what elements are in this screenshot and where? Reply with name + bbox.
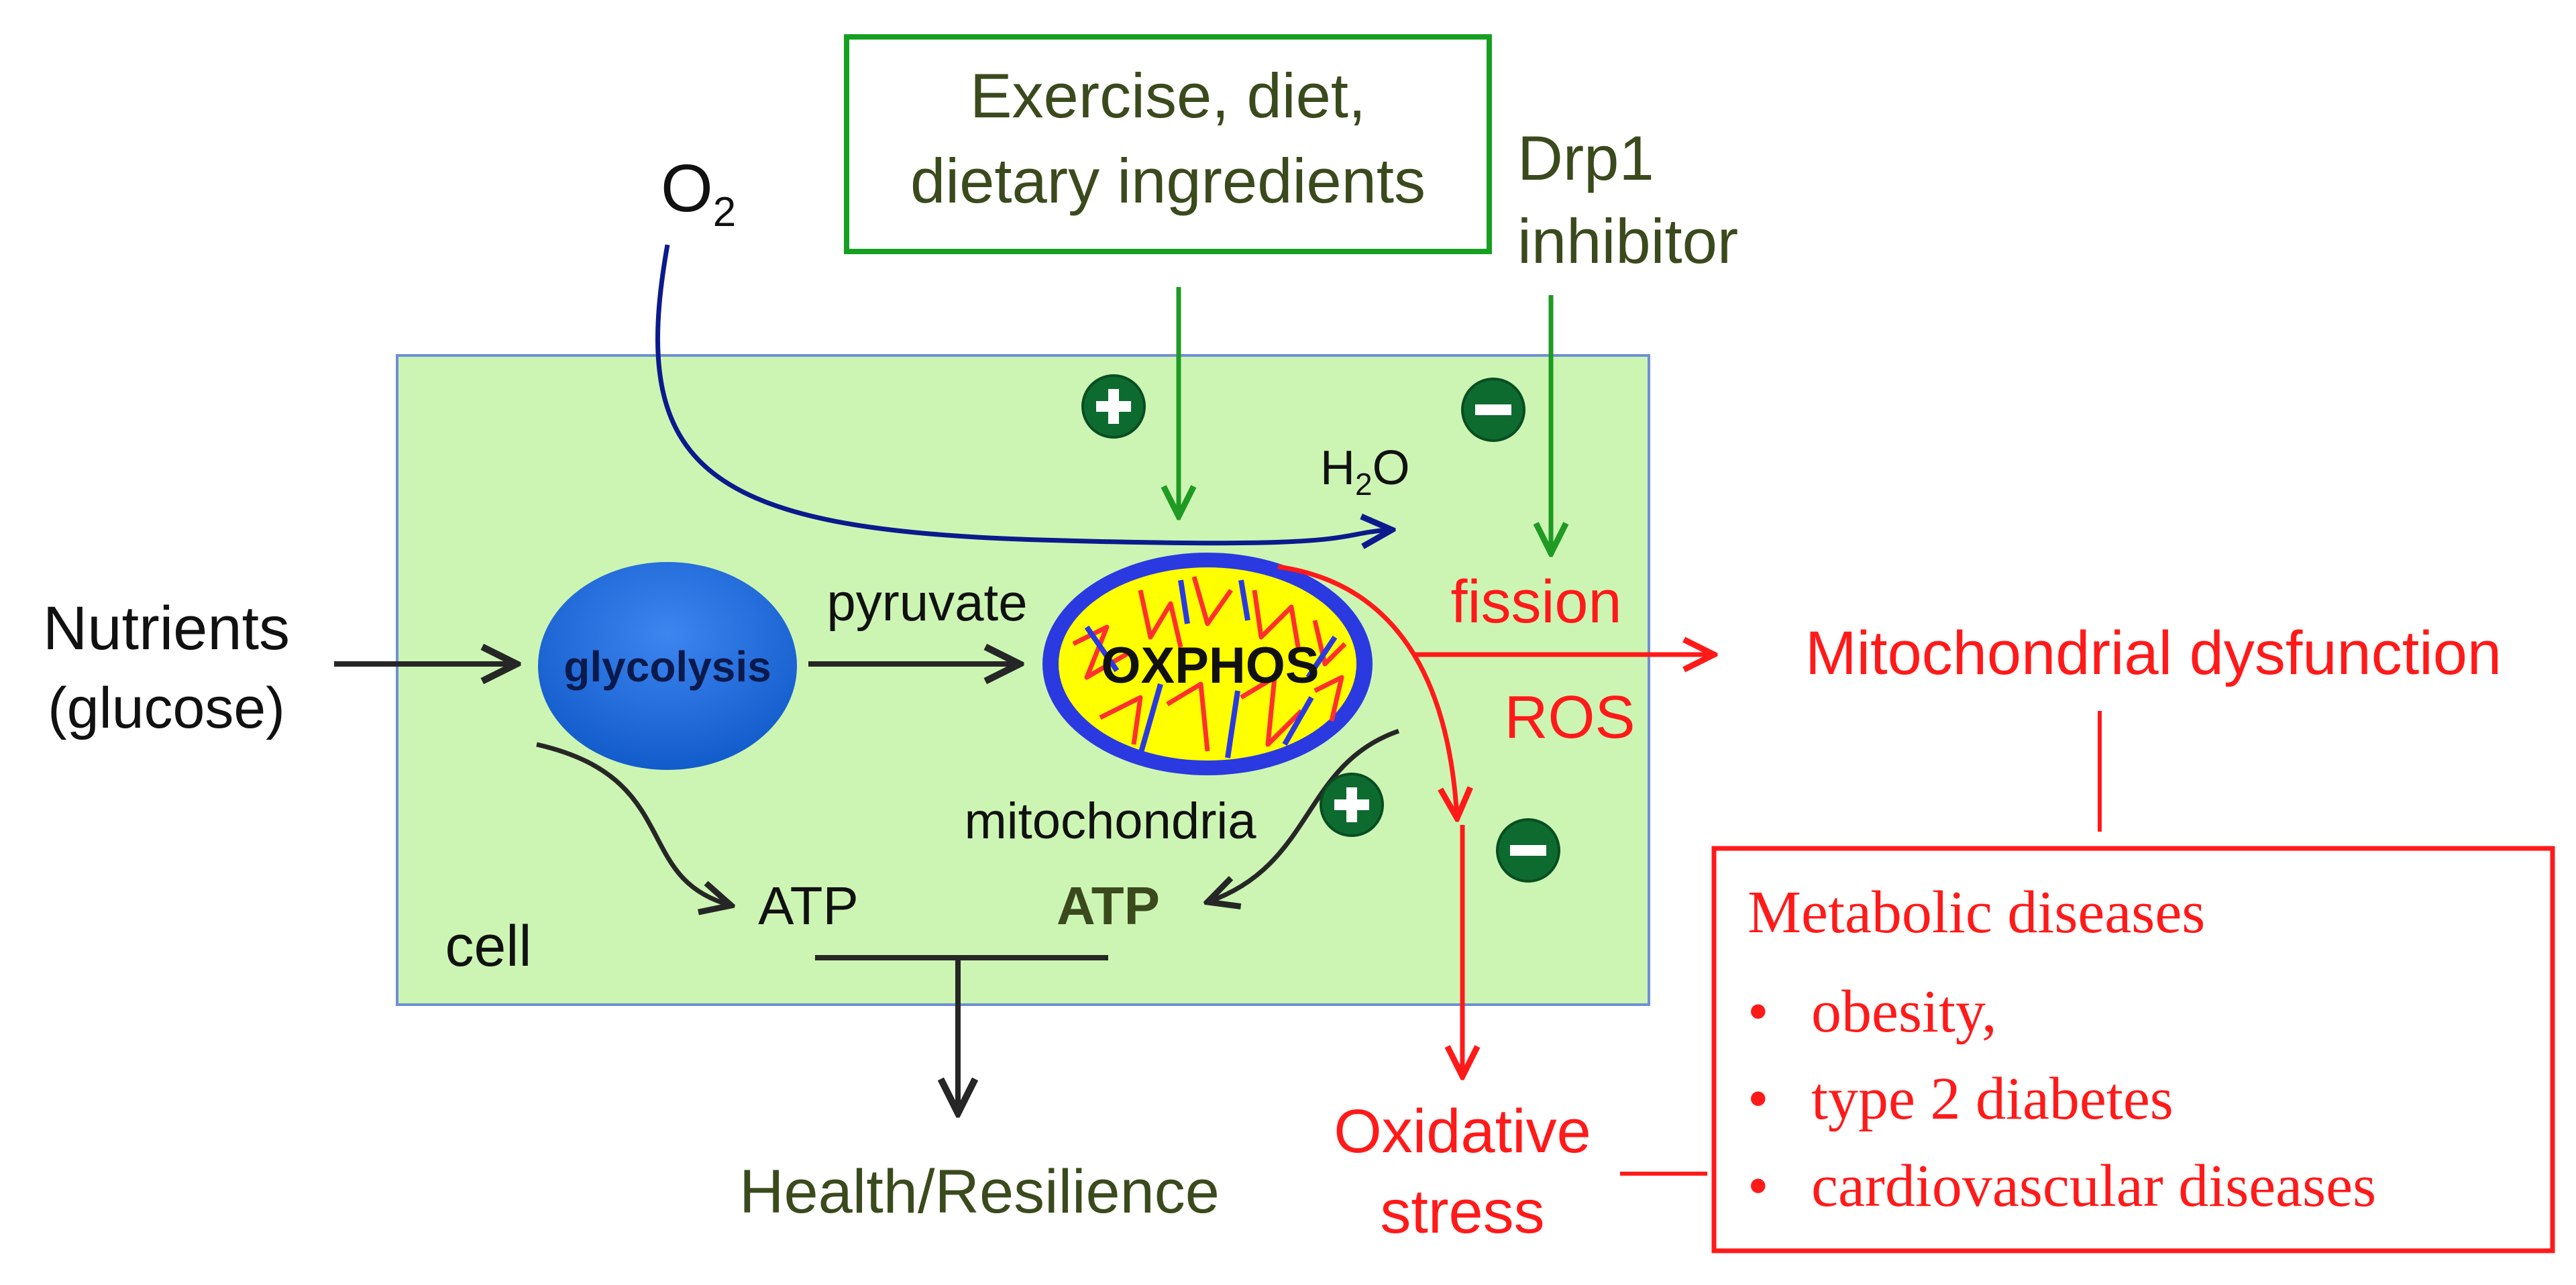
nutrients-label: Nutrients <box>43 594 290 663</box>
bullet-2: • <box>1748 1066 1769 1132</box>
disease-item: obesity, <box>1811 979 1997 1045</box>
metabolic-diseases-title: Metabolic diseases <box>1748 879 2205 946</box>
pyruvate-label: pyruvate <box>826 573 1027 632</box>
mitochondrion-node: OXPHOS <box>1042 553 1373 775</box>
lifestyle-box <box>844 34 1492 254</box>
fission-label: fission <box>1450 569 1621 636</box>
bullet-3: • <box>1748 1153 1769 1219</box>
lifestyle-box-line1: Exercise, diet, <box>970 60 1366 131</box>
glycolysis-node <box>538 562 797 770</box>
mitochondria-label: mitochondria <box>964 793 1256 850</box>
oxidative-label: Oxidative <box>1334 1097 1591 1166</box>
stress-label: stress <box>1380 1178 1544 1246</box>
oxphos-to-atp-arrow <box>1208 728 1400 902</box>
glucose-label: (glucose) <box>48 676 285 740</box>
oxphos-label: OXPHOS <box>1101 637 1319 694</box>
disease-item: type 2 diabetes <box>1811 1066 2174 1132</box>
inhibitor-label: inhibitor <box>1517 206 1738 276</box>
minus-badge-ros <box>1496 818 1560 883</box>
glycolysis-to-atp-arrow <box>536 742 731 905</box>
disease-item: cardiovascular diseases <box>1811 1153 2376 1219</box>
metabolic-diseases-box <box>1711 846 2555 1253</box>
minus-badge-drp1 <box>1461 378 1525 442</box>
mito-to-ros-arrow <box>1277 564 1457 818</box>
ros-label: ROS <box>1504 684 1635 751</box>
atp-glycolysis-label: ATP <box>758 876 859 936</box>
atp-oxphos-label: ATP <box>1057 876 1160 936</box>
bullet-1: • <box>1748 979 1769 1045</box>
plus-badge-atp <box>1320 773 1384 837</box>
drp1-label: Drp1 <box>1517 123 1654 193</box>
oxygen-label: O2 <box>661 151 736 235</box>
health-resilience-label: Health/Resilience <box>739 1158 1220 1226</box>
water-label: H2O <box>1320 441 1410 502</box>
cell-label: cell <box>445 914 531 979</box>
glycolysis-label: glycolysis <box>564 642 771 691</box>
plus-badge-lifestyle <box>1081 374 1146 439</box>
lifestyle-box-line2: dietary ingredients <box>910 146 1426 216</box>
oxygen-to-water-arrow <box>655 244 1392 543</box>
mitochondrial-dysfunction-label: Mitochondrial dysfunction <box>1805 619 2502 687</box>
